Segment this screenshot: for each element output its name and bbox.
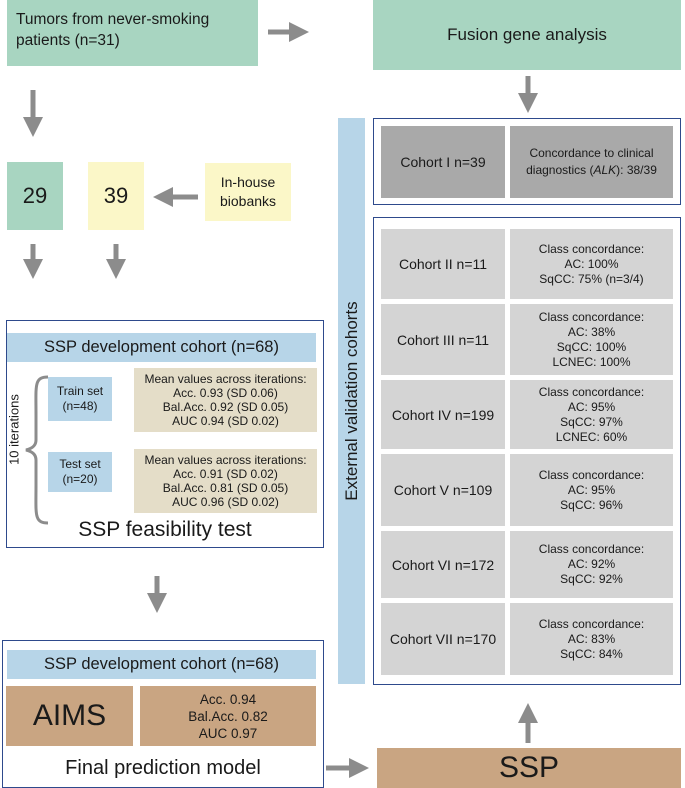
final-cohort-title-box: SSP development cohort (n=68) [7,650,316,679]
aims-label: AIMS [32,699,107,732]
cohort-name-box: Cohort VII n=170 [381,603,505,675]
cohort-name: Cohort VI n=172 [391,556,495,573]
cohort-name: Cohort V n=109 [393,482,493,498]
cohort-concordance-line: SqCC: 84% [560,646,623,661]
external-validation-label: External validation cohorts [341,301,361,501]
cohort-concordance-line: SqCC: 92% [560,572,623,586]
cohort-concordance-box: Class concordance:AC: 38%SqCC: 100%LCNEC… [510,304,673,375]
cohort-concordance-line: AC: 38% [567,324,616,339]
cohort-concordance-line: LCNEC: 60% [555,429,628,444]
cohort-name-box: Cohort VI n=172 [381,531,505,598]
train-stats-box: Mean values across iterations: Acc. 0.93… [134,368,317,432]
cohort-concordance-line: AC: 95% [567,482,616,497]
test-set-box: Test set (n=20) [48,452,112,492]
feasibility-cohort-title: SSP development cohort (n=68) [44,338,279,356]
cohort-name-box: Cohort IV n=199 [381,380,505,449]
fusion-box: Fusion gene analysis [373,0,681,70]
test-stats-box: Mean values across iterations: Acc. 0.91… [134,449,317,513]
fusion-label: Fusion gene analysis [447,25,607,44]
cohort-concordance-line: AC: 92% [567,557,616,571]
ssp-box: SSP [377,748,681,788]
cohort-concordance-line: Class concordance: [538,384,645,399]
tumors-box: Tumors from never-smoking patients (n=31… [7,0,258,66]
cohort1-name: Cohort I n=39 [400,154,486,170]
ssp-label: SSP [498,751,560,784]
cohort-concordance-line: Class concordance: [538,467,645,482]
cohort-concordance-box: Class concordance:AC: 95%SqCC: 97%LCNEC:… [510,380,673,449]
cohort-concordance-line: SqCC: 75% (n=3/4) [539,271,644,286]
cohort-concordance-box: Class concordance:AC: 95%SqCC: 96% [510,454,673,526]
cohort-concordance-line: Class concordance: [538,542,645,556]
external-validation-sidebar: External validation cohorts [338,118,365,684]
cohort1-name-box: Cohort I n=39 [381,126,505,198]
iterations-brace [25,375,49,525]
train-set-box: Train set (n=48) [48,377,112,421]
cohort-concordance-line: Class concordance: [538,241,645,256]
cohort-name-box: Cohort III n=11 [381,304,505,375]
cohort-concordance-line: AC: 83% [567,631,616,646]
cohort-name-box: Cohort V n=109 [381,454,505,526]
cohort-concordance-line: AC: 95% [567,399,616,414]
cohort1-desc: Concordance to clinical diagnostics (ALK… [526,146,657,177]
cohort-name: Cohort III n=11 [397,331,489,348]
cohort-concordance-line: SqCC: 97% [560,414,623,429]
cohort-concordance-line: LCNEC: 100% [552,354,631,369]
count-39-box: 39 [88,162,144,230]
cohort-name: Cohort IV n=199 [391,406,495,423]
feasibility-cohort-title-box: SSP development cohort (n=68) [7,333,316,362]
cohort-name-box: Cohort II n=11 [381,229,505,299]
cohort1-desc-box: Concordance to clinical diagnostics (ALK… [510,126,673,198]
final-cohort-title: SSP development cohort (n=68) [44,655,279,673]
cohort-name: Cohort VII n=170 [389,631,497,647]
inhouse-box: In-house biobanks [205,163,291,221]
cohort-concordance-line: SqCC: 96% [560,497,623,512]
cohort-name: Cohort II n=11 [398,256,488,272]
aims-box: AIMS [6,686,133,746]
count-29-box: 29 [7,162,63,230]
tumors-label: Tumors from never-smoking patients (n=31… [16,11,210,49]
inhouse-label: In-house biobanks [219,174,277,209]
final-stats-box: Acc. 0.94 Bal.Acc. 0.82 AUC 0.97 [140,686,316,746]
feasibility-caption: SSP feasibility test [78,518,252,541]
cohort-concordance-line: Class concordance: [538,616,645,631]
final-model-caption: Final prediction model [65,756,261,779]
count-39: 39 [103,183,129,208]
cohort-concordance-line: Class concordance: [538,309,645,324]
cohort-concordance-line: AC: 100% [564,256,619,271]
cohort-concordance-box: Class concordance:AC: 100%SqCC: 75% (n=3… [510,229,673,299]
cohort-concordance-box: Class concordance:AC: 92%SqCC: 92% [510,531,673,598]
cohort-concordance-line: SqCC: 100% [556,339,627,354]
cohort-concordance-box: Class concordance:AC: 83%SqCC: 84% [510,603,673,675]
count-29: 29 [22,183,48,208]
